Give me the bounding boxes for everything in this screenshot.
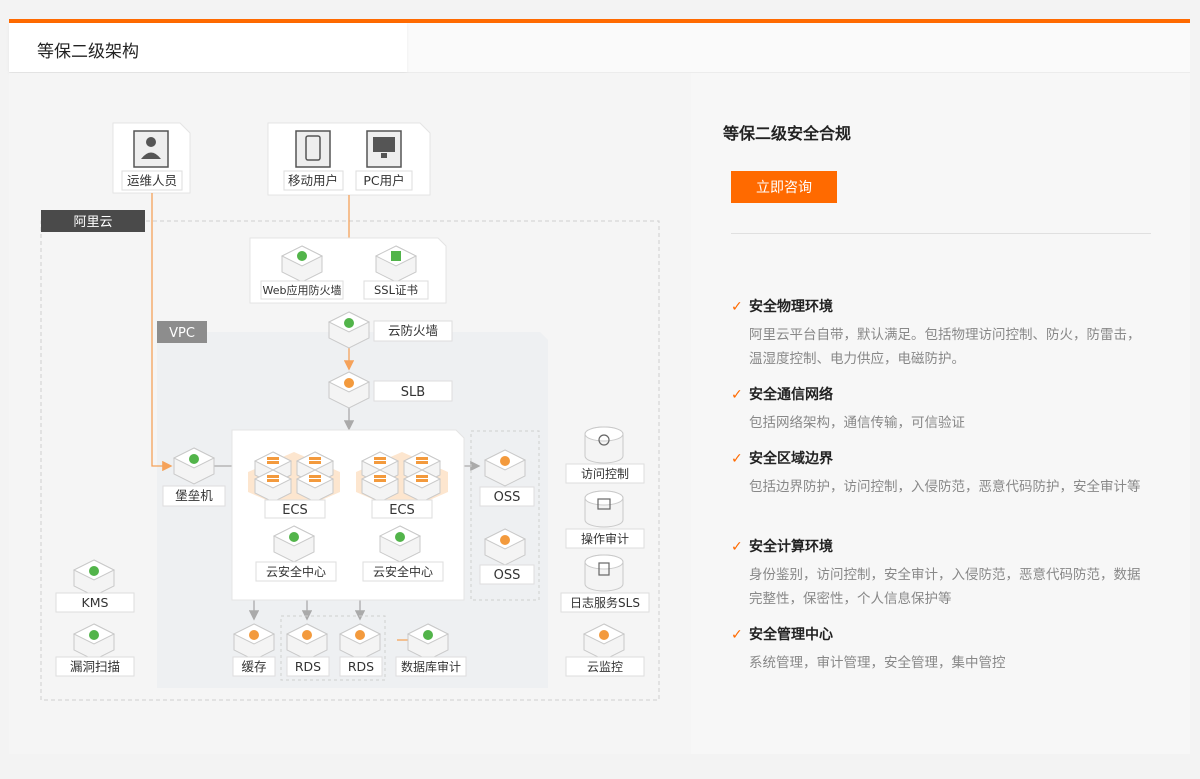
feature-desc: 身份鉴别，访问控制，安全审计，入侵防范，恶意代码防范，数据完整性，保密性，个人信… bbox=[749, 567, 1141, 607]
cache-icon bbox=[249, 630, 259, 640]
feature-title: 安全通信网络 bbox=[749, 387, 833, 403]
feature-boundary: ✓ 安全区域边界 包括边界防护，访问控制，入侵防范，恶意代码防护，安全审计等 bbox=[731, 449, 1151, 499]
firewall-label: 云防火墙 bbox=[388, 323, 438, 338]
feature-management: ✓ 安全管理中心 系统管理，审计管理，安全管理，集中管控 bbox=[731, 625, 1151, 675]
firewall-icon bbox=[344, 318, 354, 328]
bastion-label: 堡垒机 bbox=[175, 488, 213, 503]
check-icon: ✓ bbox=[731, 387, 743, 403]
consult-button[interactable]: 立即咨询 bbox=[731, 171, 837, 203]
feature-desc: 系统管理，审计管理，安全管理，集中管控 bbox=[749, 655, 1006, 671]
feature-network: ✓ 安全通信网络 包括网络架构，通信传输，可信验证 bbox=[731, 385, 1151, 435]
feature-compute: ✓ 安全计算环境 身份鉴别，访问控制，安全审计，入侵防范，恶意代码防范，数据完整性… bbox=[731, 537, 1151, 611]
slb-label: SLB bbox=[401, 385, 425, 400]
check-icon: ✓ bbox=[731, 299, 743, 315]
feature-title: 安全区域边界 bbox=[749, 451, 833, 467]
check-icon: ✓ bbox=[731, 451, 743, 467]
aliyun-label: 阿里云 bbox=[73, 215, 112, 230]
vuln-label: 漏洞扫描 bbox=[70, 659, 120, 674]
slb-icon bbox=[344, 378, 354, 388]
vpc-label-bg bbox=[157, 321, 207, 343]
tab-level2-architecture[interactable]: 等保二级架构 bbox=[9, 23, 407, 72]
pc-label: PC用户 bbox=[363, 173, 404, 188]
kms-icon bbox=[89, 566, 99, 576]
tab-label: 等保二级架构 bbox=[37, 42, 139, 62]
divider bbox=[731, 233, 1151, 234]
oss-icon bbox=[500, 456, 510, 466]
rds1-label: RDS bbox=[295, 659, 321, 674]
access-label: 访问控制 bbox=[581, 467, 629, 481]
oss2-label: OSS bbox=[494, 568, 521, 583]
aliyun-region bbox=[40, 220, 660, 701]
mobile-label: 移动用户 bbox=[288, 173, 338, 188]
compliance-title: 等保二级安全合规 bbox=[723, 124, 852, 143]
mobile-icon bbox=[295, 130, 331, 168]
sls-icon bbox=[598, 562, 610, 576]
feature-physical: ✓ 安全物理环境 阿里云平台自带，默认满足。包括物理访问控制、防火，防雷击，温湿度… bbox=[731, 297, 1151, 371]
monitor-label: 云监控 bbox=[587, 660, 623, 674]
dbaudit-label: 数据库审计 bbox=[401, 659, 461, 674]
ecs1-label: ECS bbox=[282, 503, 308, 518]
ops-to-bastion-line bbox=[151, 193, 173, 472]
check-icon: ✓ bbox=[731, 627, 743, 643]
ecs2-label: ECS bbox=[389, 503, 415, 518]
opaudit-icon bbox=[597, 498, 611, 510]
ssl-icon bbox=[391, 251, 401, 261]
sls-label: 日志服务SLS bbox=[570, 595, 640, 610]
aliyun-label-bg bbox=[41, 210, 145, 232]
feature-title: 安全物理环境 bbox=[749, 299, 833, 315]
feature-desc: 阿里云平台自带，默认满足。包括物理访问控制、防火，防雷击，温湿度控制、电力供应，… bbox=[749, 327, 1141, 367]
kms-label: KMS bbox=[82, 595, 109, 610]
oss-group bbox=[470, 430, 540, 601]
feature-title: 安全管理中心 bbox=[749, 627, 833, 643]
monitor-icon bbox=[599, 630, 609, 640]
rds2-label: RDS bbox=[348, 659, 374, 674]
sec2-label: 云安全中心 bbox=[373, 564, 433, 579]
rds-icon bbox=[302, 630, 312, 640]
dbaudit-icon bbox=[423, 630, 433, 640]
ops-label: 运维人员 bbox=[127, 173, 177, 188]
check-icon: ✓ bbox=[731, 539, 743, 555]
waf-label: Web应用防火墙 bbox=[263, 283, 342, 297]
bastion-icon bbox=[189, 454, 199, 464]
sec1-label: 云安全中心 bbox=[266, 564, 326, 579]
sec-center-icon bbox=[289, 532, 299, 542]
feature-desc: 包括边界防护，访问控制，入侵防范，恶意代码防护，安全审计等 bbox=[749, 479, 1141, 495]
oss1-label: OSS bbox=[494, 490, 521, 505]
waf-icon bbox=[297, 251, 307, 261]
feature-title: 安全计算环境 bbox=[749, 539, 833, 555]
cache-label: 缓存 bbox=[241, 659, 266, 674]
vpc-label: VPC bbox=[169, 326, 195, 341]
ssl-label: SSL证书 bbox=[374, 283, 418, 297]
tab-bar: 等保二级架构 bbox=[9, 23, 1190, 73]
access-icon bbox=[598, 434, 610, 446]
vuln-icon bbox=[89, 630, 99, 640]
feature-desc: 包括网络架构，通信传输，可信验证 bbox=[749, 415, 965, 431]
opaudit-label: 操作审计 bbox=[581, 531, 629, 546]
